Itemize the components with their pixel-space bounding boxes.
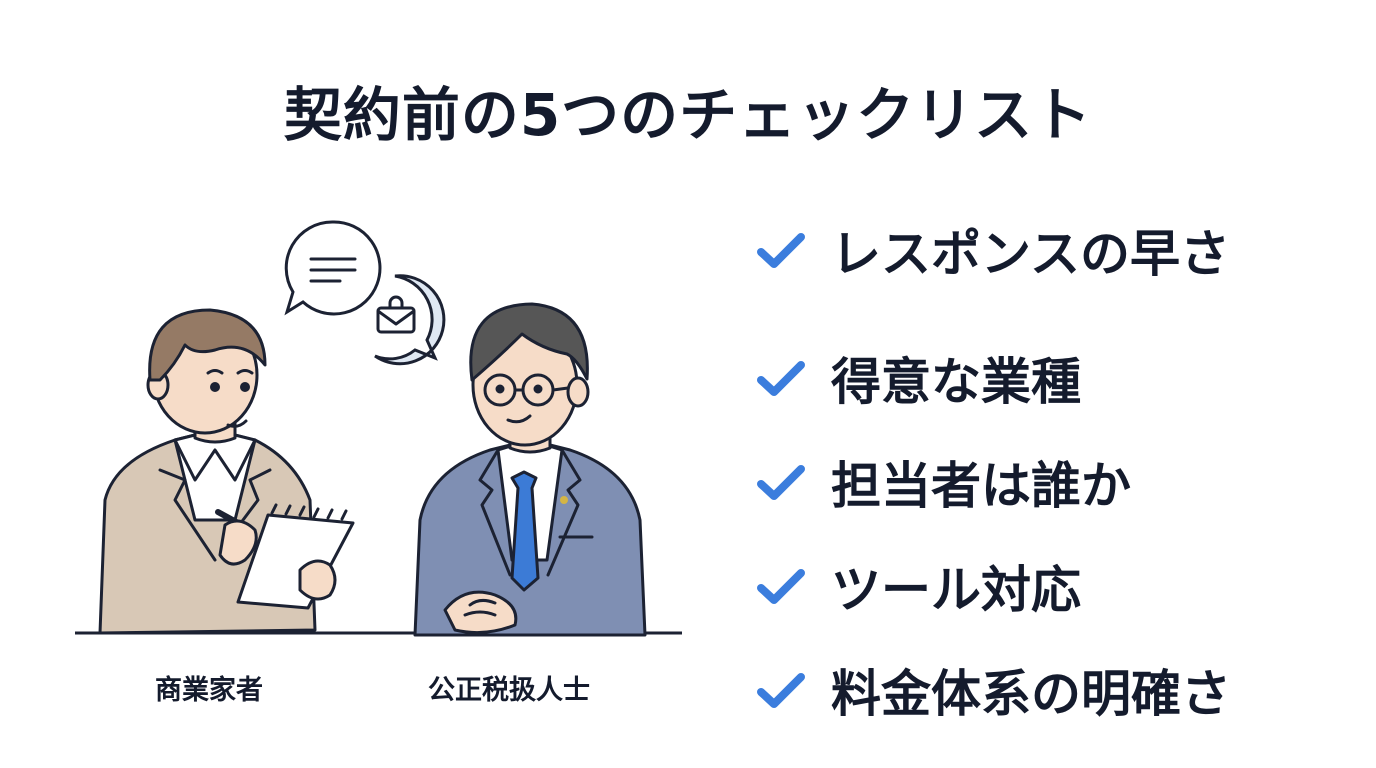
check-icon xyxy=(757,673,805,708)
checklist-label: 料金体系の明確さ xyxy=(831,665,1231,723)
checklist-label: ツール対応 xyxy=(831,561,1081,619)
speech-bubble-envelope xyxy=(374,274,446,366)
person-right xyxy=(413,302,647,637)
consultation-illustration xyxy=(75,220,682,637)
envelope-icon xyxy=(376,295,416,334)
checklist-item: 料金体系の明確さ xyxy=(755,638,1231,742)
checklist-item: 担当者は誰か xyxy=(755,430,1231,534)
check-icon xyxy=(757,233,805,268)
page-title: 契約前の5つのチェックリスト xyxy=(283,81,1093,149)
check-icon xyxy=(757,361,805,396)
speech-bubble-text xyxy=(284,220,382,316)
check-icon xyxy=(757,465,805,500)
check-icon xyxy=(757,569,805,604)
person-left xyxy=(98,308,355,635)
checklist-label: 得意な業種 xyxy=(831,353,1081,411)
checklist-item: ツール対応 xyxy=(755,534,1231,638)
checklist: レスポンスの早さ 得意な業種 担当者は誰か ツール対応 料金体系の明確さ xyxy=(755,222,1231,742)
caption-left-person: 商業家者 xyxy=(155,675,263,706)
caption-right-person: 公正税扱人士 xyxy=(428,675,590,706)
checklist-item: レスポンスの早さ xyxy=(755,222,1231,283)
checklist-item: 得意な業種 xyxy=(755,326,1231,430)
text-lines-icon xyxy=(309,257,357,283)
checklist-label: レスポンスの早さ xyxy=(831,225,1230,283)
checklist-label: 担当者は誰か xyxy=(831,457,1131,515)
